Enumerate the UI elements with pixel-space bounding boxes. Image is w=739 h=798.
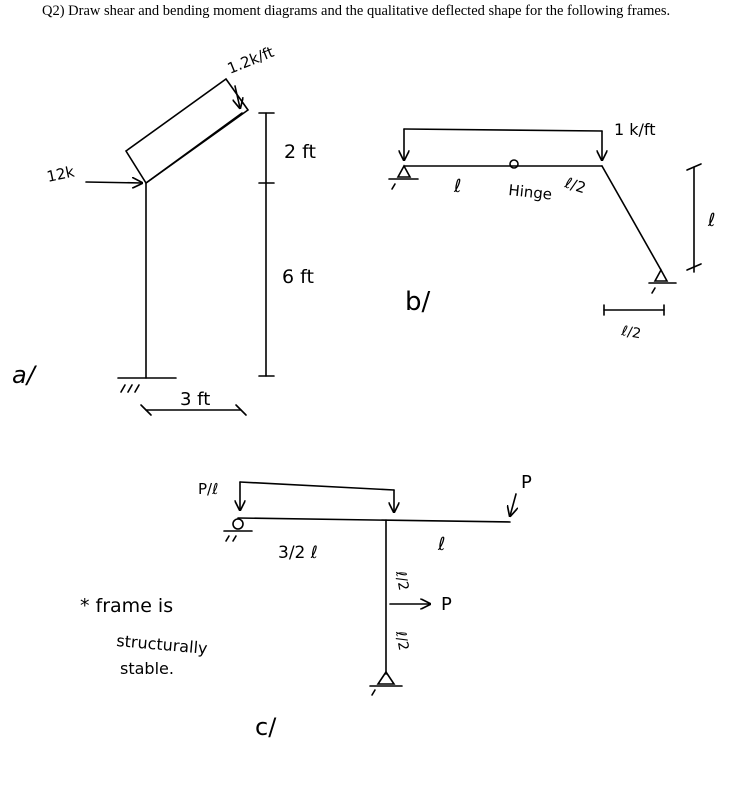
frame-a-hatch-2 xyxy=(127,384,133,393)
frame-c-point-load-label: P xyxy=(521,472,532,493)
frame-c-part-label: c/ xyxy=(255,713,277,741)
frame-c-span-right-label: ℓ xyxy=(437,534,445,555)
frame-c-pin-hatch xyxy=(371,689,376,696)
frame-b-dim-top xyxy=(686,163,702,171)
frame-b-part-label: b/ xyxy=(405,287,431,317)
frame-b-height-label: ℓ xyxy=(707,210,715,231)
frame-c-point-load-arrow xyxy=(510,493,516,516)
frame-b-span-right-label: ℓ/2 xyxy=(562,173,588,197)
frame-a-column-height-label: 6 ft xyxy=(282,266,314,288)
frame-a xyxy=(85,77,275,416)
frame-c-note-line2: structurally xyxy=(116,631,209,658)
frame-c-horizontal-load-label: P xyxy=(441,594,452,615)
question-text: Q2) Draw shear and bending moment diagra… xyxy=(42,3,671,19)
frame-c-roller-hatch-2 xyxy=(232,535,237,542)
frame-c-load-top xyxy=(239,481,395,491)
frame-c-roller-hatch-1 xyxy=(225,535,230,542)
frame-b-hinge-label: Hinge xyxy=(508,181,553,203)
frame-a-hatch-1 xyxy=(120,384,126,393)
frame-c-span-left-label: 3/2 ℓ xyxy=(278,543,318,563)
frame-c-note-line1: * frame is xyxy=(80,595,173,617)
frame-c-column-lower-label: ℓ/2 xyxy=(392,629,411,652)
frame-b xyxy=(388,128,702,316)
frame-c-column-upper-label: ℓ/2 xyxy=(392,569,411,592)
frame-a-part-label: a/ xyxy=(12,361,38,389)
frame-c-roller-support xyxy=(232,518,244,530)
frame-a-hatch-3 xyxy=(134,384,140,393)
frame-b-pin-hatch xyxy=(391,183,396,190)
frame-a-point-load-arrow xyxy=(85,182,142,183)
frame-b-pin-support xyxy=(396,164,412,178)
frame-b-right-pin-support xyxy=(653,268,669,282)
frame-b-span-left-label: ℓ xyxy=(453,176,461,197)
frame-a-base-width-label: 3 ft xyxy=(180,389,210,410)
frame-b-hinge xyxy=(509,159,519,169)
frame-c xyxy=(223,481,516,696)
frame-b-inclined-member xyxy=(601,165,662,271)
frame-b-right-hatch xyxy=(651,287,656,294)
frame-b-load-top xyxy=(403,128,603,132)
frame-a-load-arrow xyxy=(235,85,240,108)
frame-c-beam xyxy=(237,517,511,523)
frame-c-pin-support xyxy=(376,670,396,685)
frame-a-top-length-label: 2 ft xyxy=(284,141,316,163)
frame-b-distributed-load-label: 1 k/ft xyxy=(614,120,656,139)
frame-b-dim-bot xyxy=(686,263,702,271)
frame-a-point-load-label: 12k xyxy=(45,162,76,185)
frame-c-note-line3: stable. xyxy=(120,659,174,678)
frame-a-dim-tick-right xyxy=(235,404,247,416)
frame-b-horizontal-proj-label: ℓ/2 xyxy=(619,323,642,342)
frame-c-distributed-load-label: P/ℓ xyxy=(198,480,218,498)
frame-a-dim-tick-left xyxy=(140,404,152,416)
frame-a-distributed-load-label: 1.2k/ft xyxy=(225,43,277,78)
frame-a-distributed-load-block xyxy=(124,77,250,185)
